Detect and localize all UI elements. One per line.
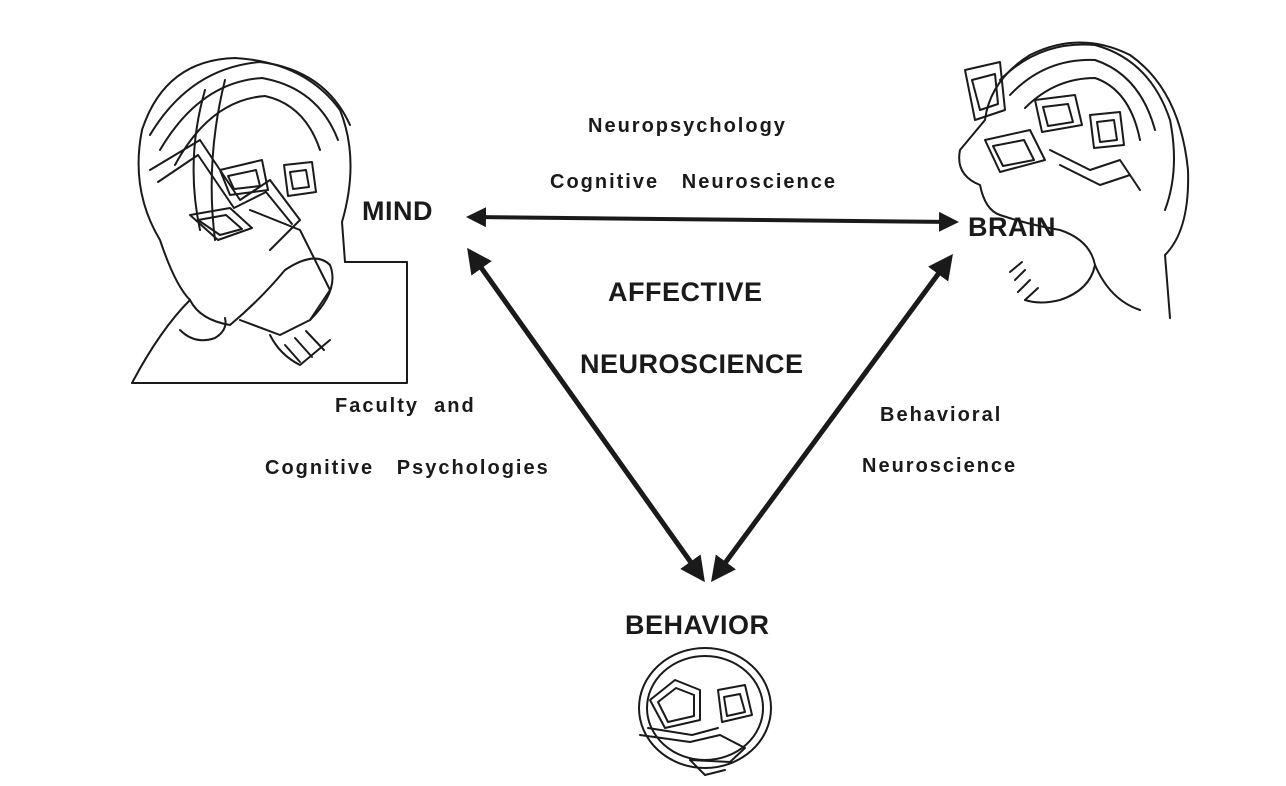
edge-brain-behavior-label-line2: Neuroscience — [862, 455, 1018, 477]
mind-label: MIND — [362, 196, 433, 226]
arrow-brain-behavior — [711, 253, 953, 583]
arrow-mind-behavior — [467, 247, 705, 583]
brain-label: BRAIN — [968, 212, 1056, 242]
edge-brain-behavior-label-line1: Behavioral — [880, 404, 1003, 426]
edge-mind-brain-label-line2: Cognitive Neuroscience — [550, 171, 837, 193]
edge-mind-brain-label-line1: Neuropsychology — [588, 115, 787, 137]
center-label-line1: AFFECTIVE — [608, 277, 763, 307]
edge-mind-behavior-label-line2: Cognitive Psychologies — [265, 457, 550, 479]
edge-mind-behavior-label-line1: Faculty and — [335, 395, 476, 417]
brain-head-icon — [958, 41, 1190, 319]
behavior-label: BEHAVIOR — [625, 610, 770, 640]
mind-head-icon — [131, 57, 408, 384]
arrow-mind-brain — [466, 207, 959, 232]
behavior-head-icon — [638, 647, 772, 776]
center-label-line2: NEUROSCIENCE — [580, 349, 804, 379]
